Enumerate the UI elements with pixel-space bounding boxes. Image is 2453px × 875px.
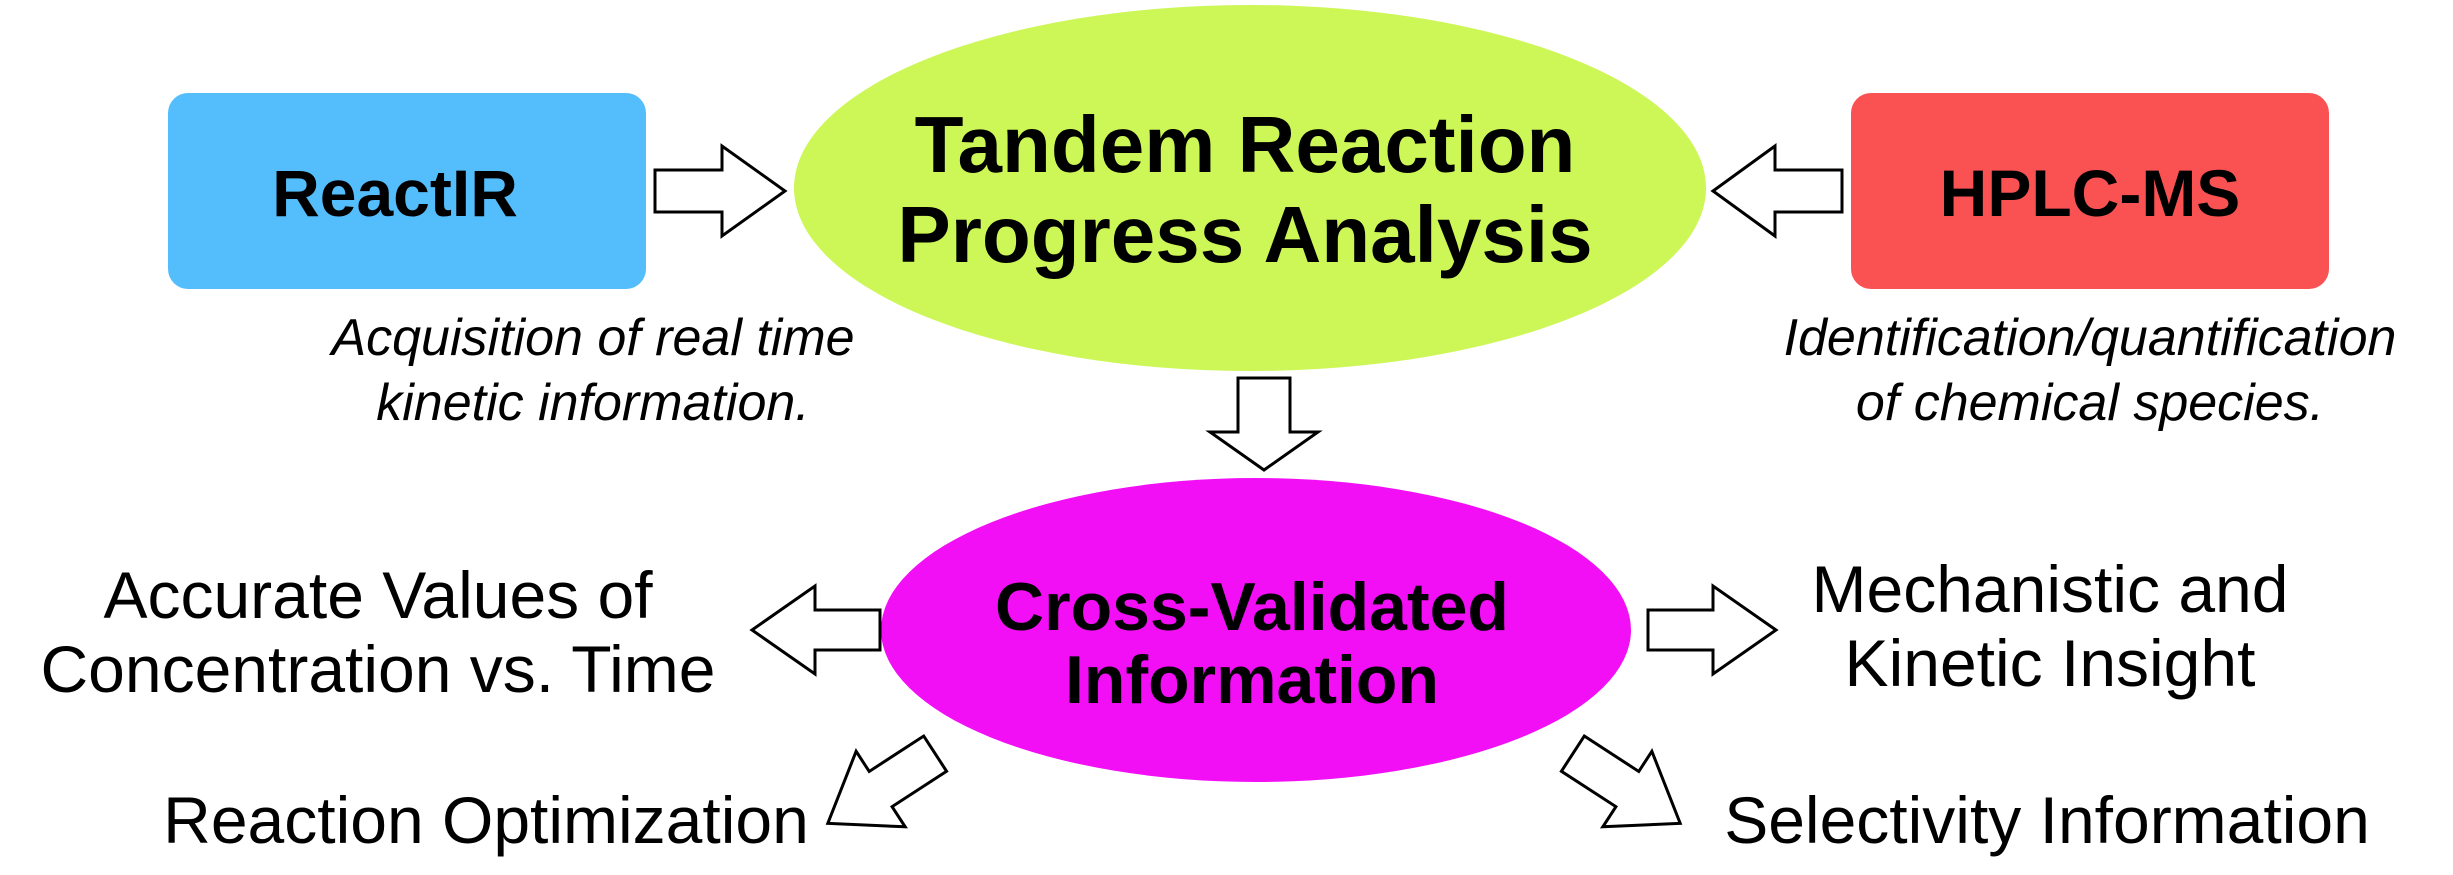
outcome-concentration-line1: Accurate Values of [103, 558, 653, 632]
tandem-analysis-label-line1: Tandem Reaction [915, 100, 1576, 189]
arrow-to-selectivity-icon [1559, 733, 1683, 829]
arrow-to-mechanistic-icon [1646, 583, 1779, 677]
hplc-ms-caption-line2: of chemical species. [1856, 374, 2324, 432]
outcome-concentration-line2: Concentration vs. Time [41, 632, 716, 706]
tandem-analysis-ellipse [794, 5, 1706, 371]
outcome-mechanistic-line1: Mechanistic and [1812, 552, 2289, 626]
cross-validated-label-line2: Information [1065, 642, 1439, 718]
reactir-caption-line1: Acquisition of real time [328, 309, 854, 367]
arrow-reactir-to-tandem-icon [653, 143, 788, 239]
arrow-to-optimization-icon [825, 733, 949, 829]
tandem-analysis-label-line2: Progress Analysis [897, 190, 1592, 279]
outcome-mechanistic-line2: Kinetic Insight [1845, 626, 2256, 700]
hplc-ms-label: HPLC-MS [1940, 156, 2241, 230]
cross-validated-ellipse [881, 478, 1631, 782]
outcome-optimization: Reaction Optimization [163, 783, 809, 857]
arrow-to-concentration-icon [749, 583, 882, 677]
reactir-label: ReactIR [272, 156, 518, 230]
cross-validated-label-line1: Cross-Validated [995, 569, 1509, 645]
reactir-caption-line2: kinetic information. [376, 374, 810, 432]
hplc-ms-box [1851, 93, 2329, 289]
outcome-selectivity: Selectivity Information [1724, 783, 2370, 857]
arrow-hplc-to-tandem-icon [1710, 143, 1844, 239]
hplc-ms-caption-line1: Identification/quantification [1784, 309, 2397, 367]
arrow-tandem-to-cross-icon [1205, 376, 1323, 472]
reactir-box [168, 93, 646, 289]
